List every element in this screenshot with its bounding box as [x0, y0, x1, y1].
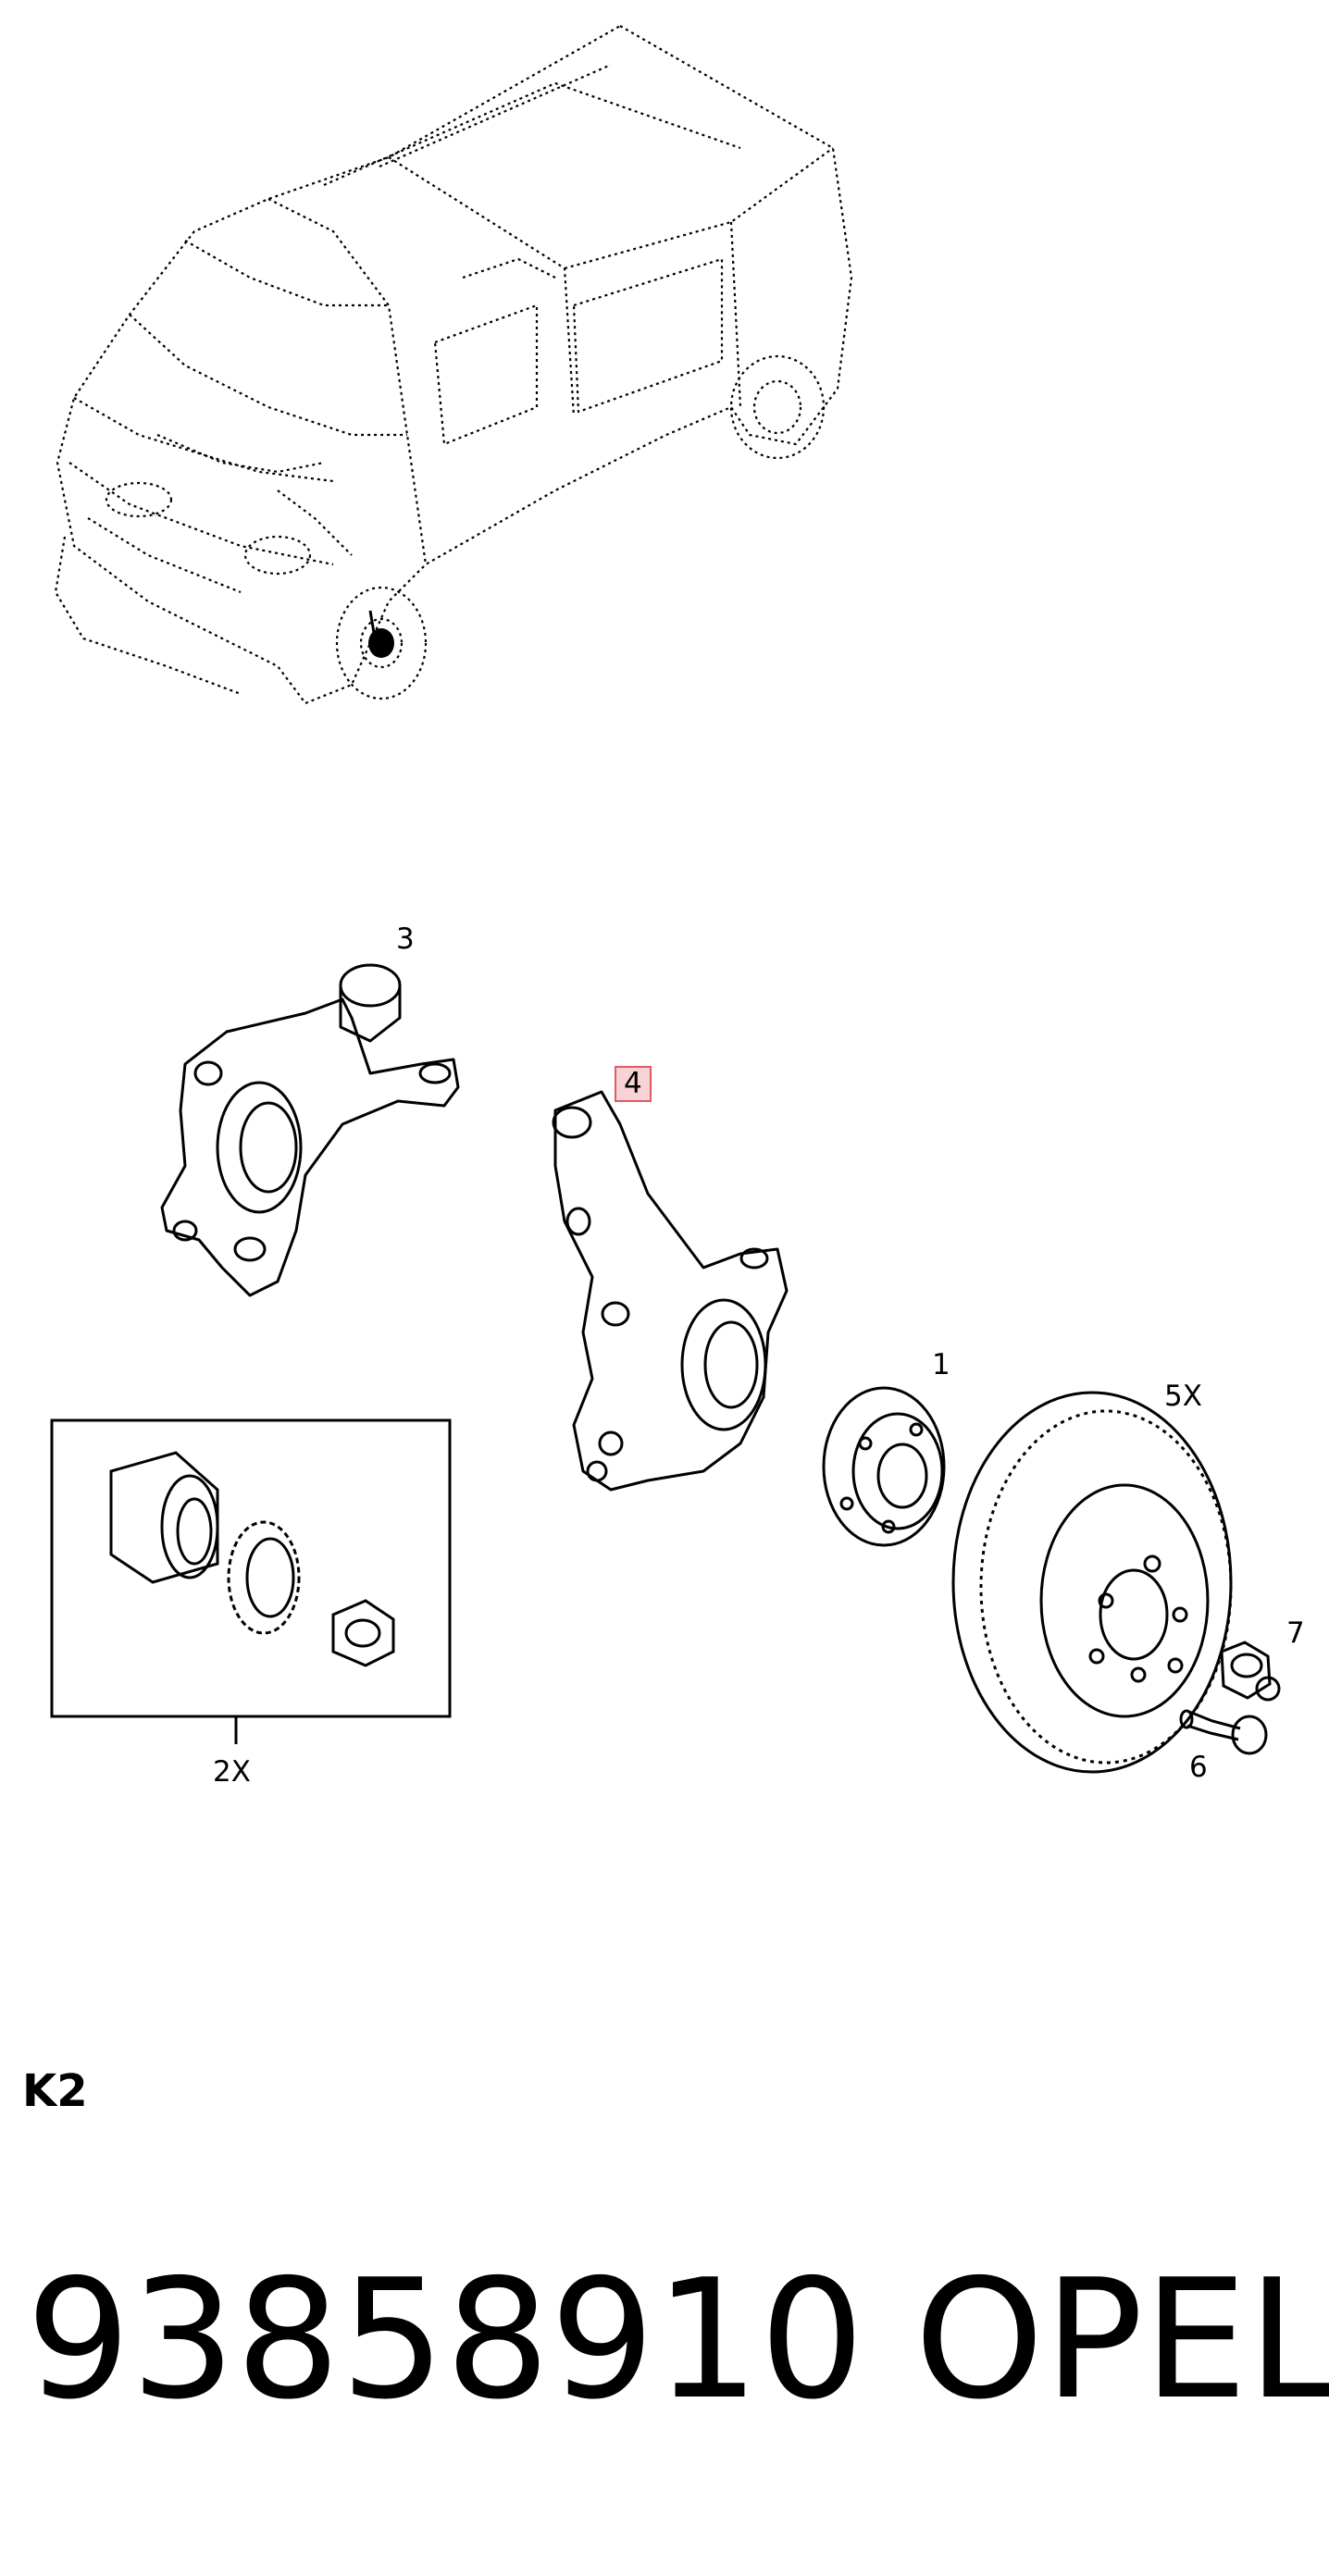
callout-6[interactable]: 6: [1189, 1751, 1208, 1784]
part-2x-bearing-kit: [50, 1418, 452, 1744]
callout-1[interactable]: 1: [932, 1348, 950, 1381]
callout-7[interactable]: 7: [1286, 1616, 1305, 1650]
part-6-bolt: [1179, 1709, 1268, 1755]
part-5x-brake-disc: [951, 1391, 1233, 1774]
part-4-steering-knuckle: [552, 1090, 789, 1492]
brand-name: OPEL: [914, 2244, 1329, 2435]
footer: 93858910 OPEL: [26, 2258, 1329, 2422]
exploded-parts-diagram: [50, 24, 1281, 1774]
part-number: 93858910: [26, 2244, 864, 2435]
van-illustration: [54, 24, 853, 705]
section-code: K2: [22, 2065, 88, 2117]
part-7-nut: [1220, 1641, 1281, 1702]
callout-4-highlighted[interactable]: 4: [615, 1066, 652, 1102]
callout-5x[interactable]: 5X: [1164, 1380, 1202, 1413]
callout-3[interactable]: 3: [396, 923, 415, 956]
part-1-wheel-hub: [822, 1386, 946, 1547]
callout-2x[interactable]: 2X: [213, 1755, 251, 1789]
part-3-steering-knuckle: [160, 963, 460, 1297]
